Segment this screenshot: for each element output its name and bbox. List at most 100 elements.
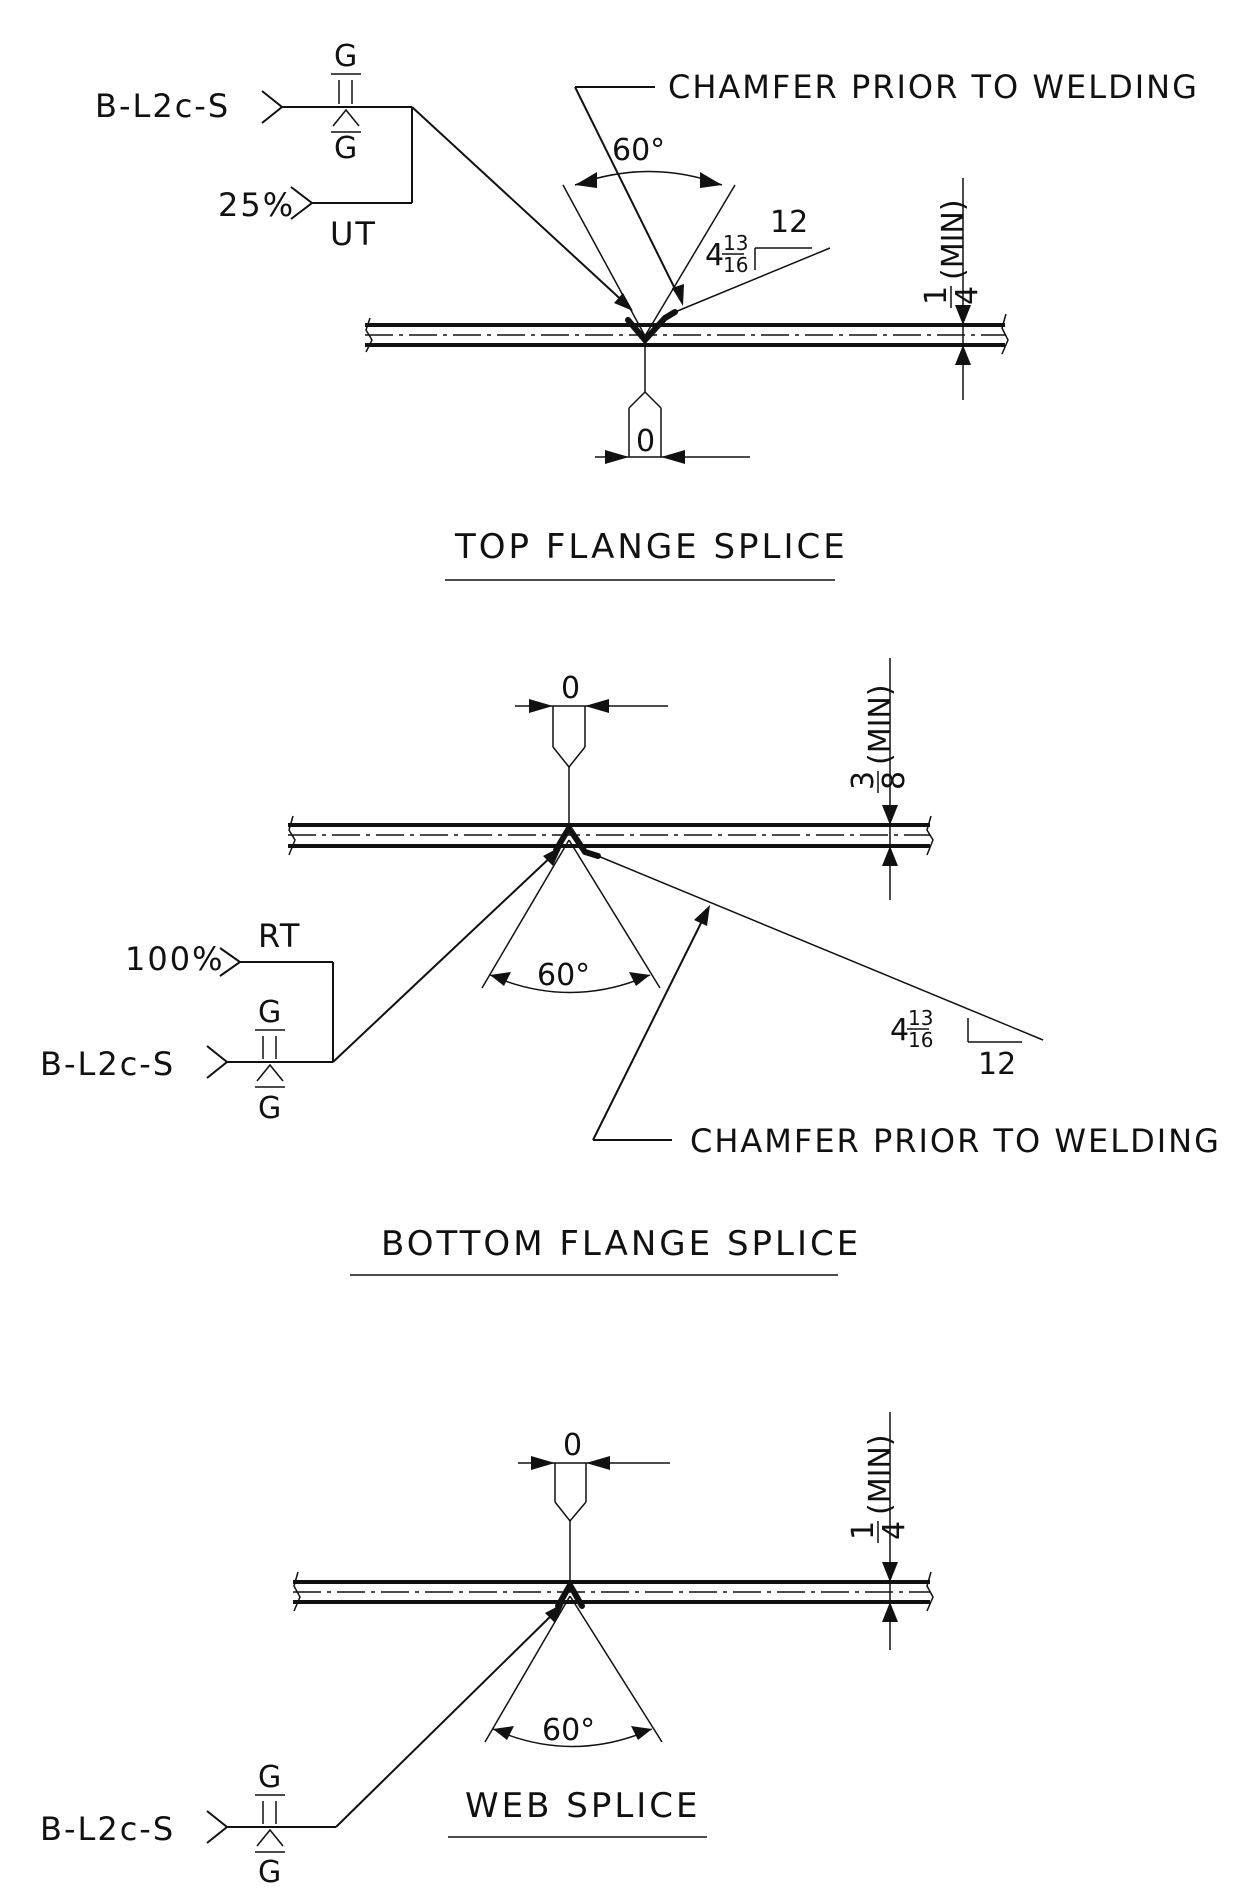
- top-arrow-leader: [411, 106, 629, 307]
- bottom-chamfer-text: CHAMFER PRIOR TO WELDING: [690, 1122, 1221, 1160]
- top-slope-line: [674, 247, 831, 313]
- bottom-root-opening: 0: [515, 671, 668, 825]
- bottom-percent-label: 100%: [125, 940, 224, 978]
- web-g-lower: G: [258, 1855, 281, 1890]
- top-weld-bead: [625, 309, 678, 345]
- top-plate: [365, 247, 1009, 355]
- bottom-thickness-dimension: 3 8 (MIN): [846, 658, 912, 900]
- top-percent-label: 25%: [218, 186, 295, 224]
- top-branch-tail: [290, 186, 314, 220]
- top-chamfer-note: CHAMFER PRIOR TO WELDING: [574, 68, 1197, 306]
- bottom-g-upper: G: [258, 995, 281, 1030]
- bottom-root-v: [552, 746, 586, 769]
- top-angle-dimension: 60°: [562, 133, 736, 337]
- top-break-left: [365, 317, 373, 353]
- bottom-angle-arrow-right: [629, 972, 650, 986]
- bottom-slope-whole: 4: [890, 1013, 909, 1048]
- top-angle-label: 60°: [612, 133, 665, 168]
- top-break-right: [1001, 313, 1009, 355]
- bottom-angle-label: 60°: [537, 958, 590, 993]
- web-weld-symbol: B-L2c-S G G: [40, 1603, 564, 1890]
- bottom-gap-label: 0: [561, 671, 580, 706]
- bottom-arrow-leader: [332, 852, 556, 1063]
- top-angle-arrow-right: [700, 172, 722, 188]
- web-angle-ext-right: [569, 1595, 663, 1743]
- web-thickness-dimension: 1 4 (MIN): [846, 1412, 912, 1650]
- web-plate: [293, 1571, 934, 1612]
- web-weld-bead: [555, 1578, 585, 1609]
- bottom-root-arrow-left: [529, 699, 553, 713]
- bottom-angle-ext-right: [568, 839, 661, 989]
- top-thickness-dimension: 1 4 (MIN): [919, 178, 985, 400]
- bottom-thk-suffix: (MIN): [863, 684, 898, 765]
- web-root-arrow-right: [586, 1456, 610, 1470]
- web-splice: 0 1 4 (MIN): [40, 1412, 934, 1890]
- web-g-upper: G: [258, 1760, 281, 1795]
- bottom-thk-den: 8: [877, 771, 912, 790]
- bottom-plate: [288, 815, 1044, 1041]
- top-slope-whole: 4: [705, 238, 724, 273]
- top-root-arrow-left: [605, 450, 629, 464]
- web-angle-arrow-left: [493, 1726, 514, 1740]
- bottom-v-symbol: [256, 1063, 284, 1082]
- web-arrow-leader: [335, 1609, 558, 1828]
- bottom-slope-run: 12: [978, 1047, 1016, 1082]
- top-process-label: B-L2c-S: [95, 87, 230, 125]
- top-gap-label: 0: [636, 424, 655, 459]
- web-root-v: [554, 1501, 587, 1523]
- top-chamfer-arrowhead: [672, 284, 684, 306]
- top-root-opening: 0: [595, 345, 750, 464]
- bottom-arrowhead: [543, 846, 562, 866]
- top-slope-symbol: 4 13 16 12: [705, 205, 812, 277]
- top-angle-ext-left: [562, 184, 646, 337]
- web-break-left: [293, 1571, 301, 1612]
- web-angle-arrow-right: [631, 1726, 652, 1740]
- bottom-chamfer-arrowhead: [694, 905, 710, 926]
- top-thk-arrow-lower: [955, 345, 971, 365]
- top-flange-splice: B-L2c-S G G 25% UT CHAMFER PRIOR TO WELD…: [95, 39, 1197, 581]
- top-chamfer-leader: [574, 86, 681, 300]
- bottom-thk-num: 3: [846, 771, 881, 790]
- web-thk-arrow-lower: [882, 1602, 898, 1622]
- web-break-right: [926, 1571, 934, 1612]
- top-slope-run: 12: [770, 205, 808, 240]
- top-slope-num: 13: [723, 231, 748, 255]
- web-root-arrow-left: [531, 1456, 555, 1470]
- web-title: WEB SPLICE: [465, 1786, 701, 1826]
- bottom-title: BOTTOM FLANGE SPLICE: [381, 1224, 861, 1264]
- bottom-thk-arrow-lower: [882, 846, 898, 866]
- bottom-root-arrow-right: [585, 699, 609, 713]
- bottom-angle-arrow-left: [490, 972, 511, 986]
- bottom-test-label: RT: [258, 917, 301, 955]
- bottom-angle-ext-left: [481, 839, 570, 989]
- bottom-chamfer-note: CHAMFER PRIOR TO WELDING: [592, 905, 1221, 1160]
- top-title: TOP FLANGE SPLICE: [454, 527, 848, 567]
- web-thk-num: 1: [846, 1521, 881, 1540]
- top-tail-mark: [261, 90, 284, 124]
- top-g-lower: G: [334, 131, 357, 166]
- web-angle-dimension: 60°: [484, 1595, 663, 1748]
- bottom-tail-mark: [206, 1045, 229, 1079]
- bottom-angle-dimension: 60°: [481, 839, 661, 994]
- top-angle-arrow-left: [575, 172, 597, 188]
- top-angle-arc: [574, 170, 723, 186]
- bottom-break-right: [926, 815, 934, 856]
- bottom-g-lower: G: [258, 1091, 281, 1126]
- bottom-thk-arrow-upper: [882, 805, 898, 825]
- web-arrowhead: [545, 1603, 564, 1623]
- bottom-break-left: [288, 815, 296, 856]
- web-tail-mark: [206, 1810, 229, 1844]
- web-root-opening: 0: [518, 1428, 670, 1582]
- bottom-chamfer-leader: [592, 914, 706, 1141]
- bottom-slope-symbol: 4 13 16 12: [890, 1006, 1022, 1082]
- web-thk-suffix: (MIN): [863, 1434, 898, 1515]
- web-gap-label: 0: [563, 1428, 582, 1463]
- bottom-process-label: B-L2c-S: [40, 1045, 175, 1083]
- top-thk-suffix: (MIN): [936, 199, 971, 280]
- web-v-symbol: [256, 1828, 284, 1847]
- web-process-label: B-L2c-S: [40, 1810, 175, 1848]
- web-thk-arrow-upper: [882, 1562, 898, 1582]
- top-angle-ext-right: [644, 184, 736, 337]
- bottom-slope-num: 13: [908, 1006, 933, 1030]
